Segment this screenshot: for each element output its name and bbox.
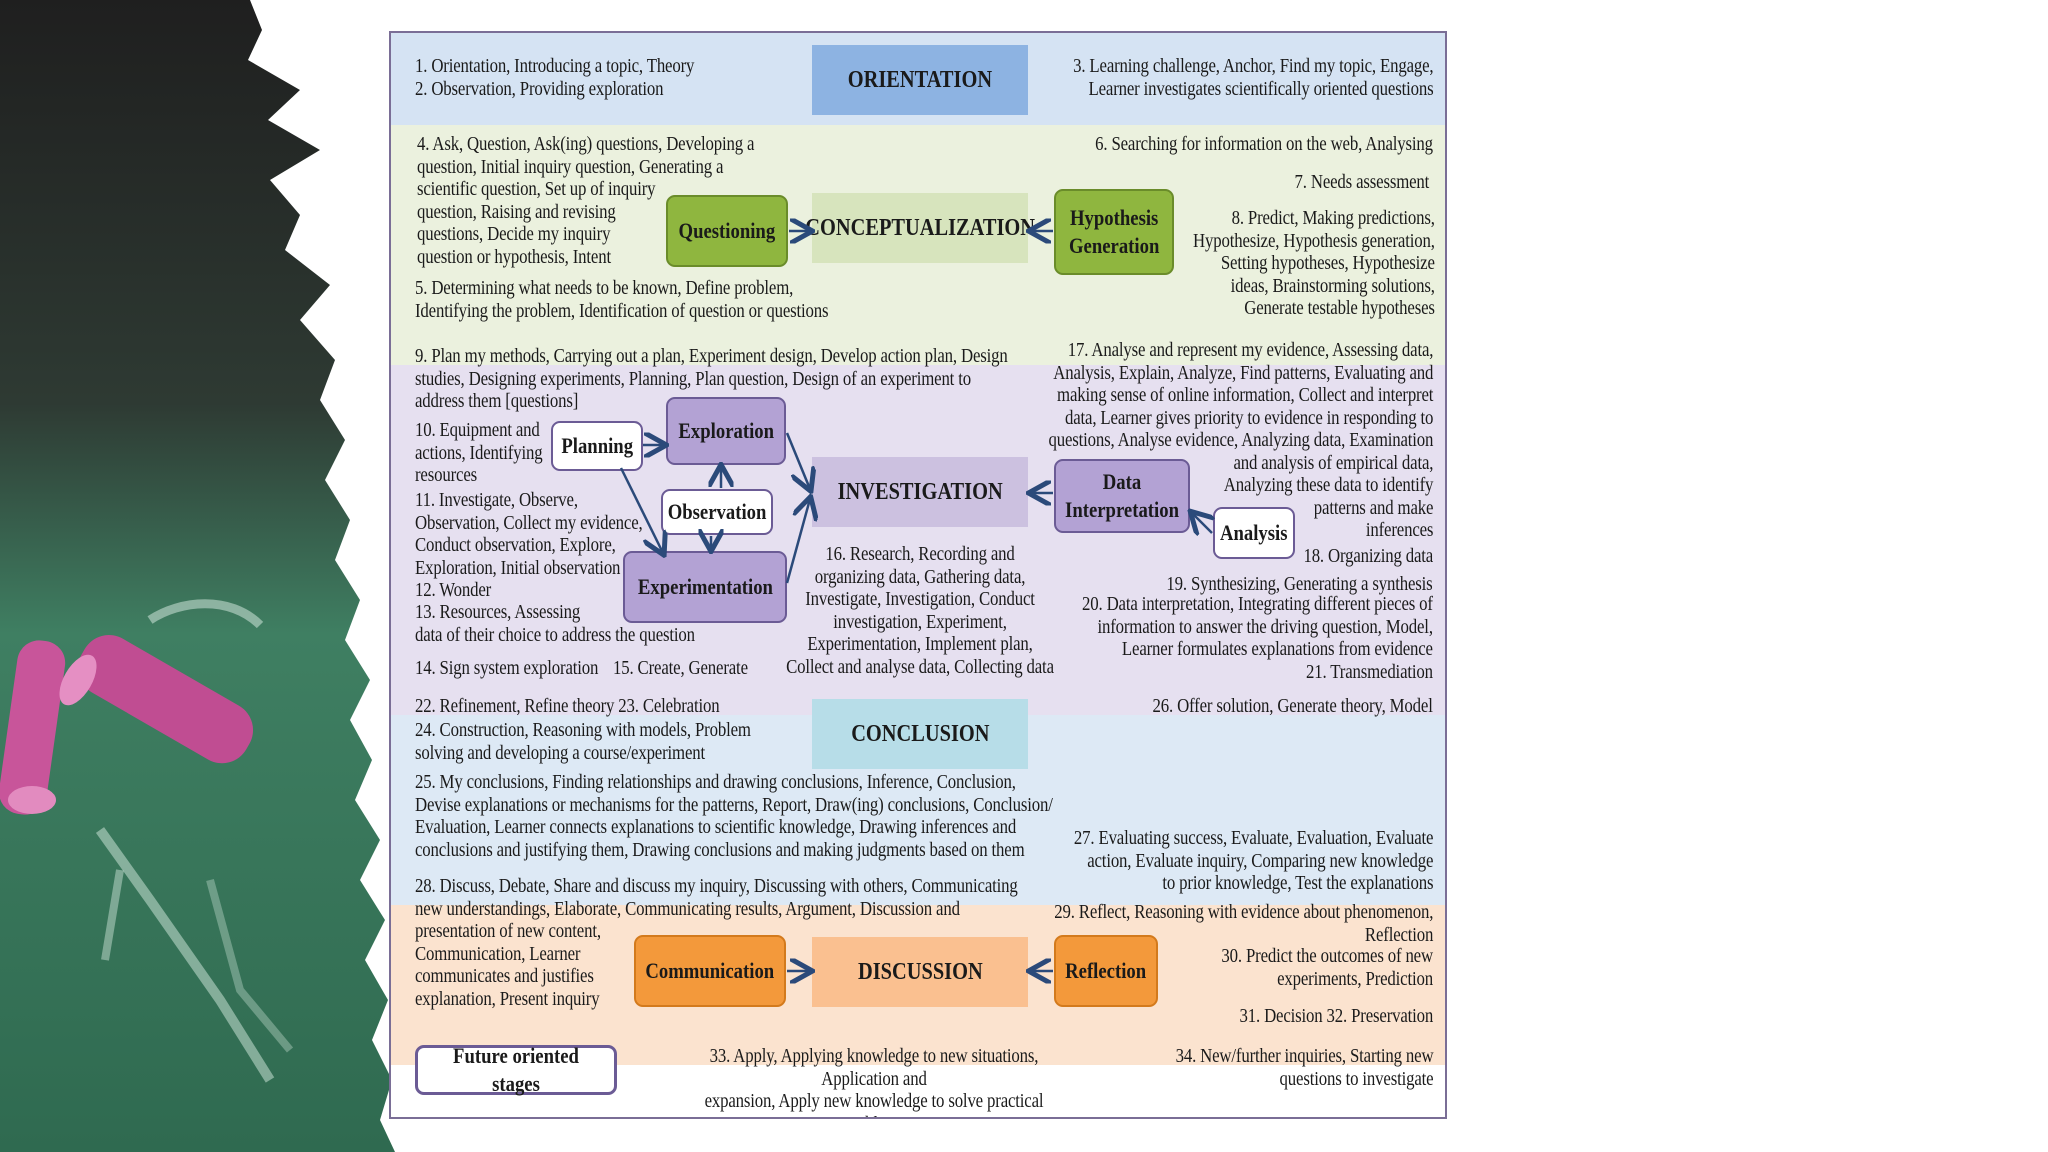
investigation-item-10: 10. Equipment and actions, Identifying r… [415, 419, 542, 487]
investigation-item-15: 15. Create, Generate [613, 657, 748, 680]
future-item-33: 33. Apply, Applying knowledge to new sit… [681, 1045, 1066, 1119]
orientation-items-1-2: 1. Orientation, Introducing a topic, The… [415, 55, 694, 100]
orientation-item-3: 3. Learning challenge, Anchor, Find my t… [1073, 55, 1433, 100]
conclusion-stage: CONCLUSION [812, 699, 1028, 769]
hypothesis-generation-node: Hypothesis Generation [1054, 189, 1174, 275]
conceptualization-item-4: 4. Ask, Question, Ask(ing) questions, De… [417, 133, 754, 268]
conceptualization-item-8: 8. Predict, Making predictions, Hypothes… [1193, 207, 1435, 320]
future-item-34: 34. New/further inquiries, Starting new … [1175, 1045, 1433, 1090]
investigation-item-16: 16. Research, Recording and organizing d… [763, 543, 1076, 678]
investigation-item-18: 18. Organizing data [1303, 545, 1433, 568]
future-oriented-stages-node: Future oriented stages [415, 1045, 617, 1095]
planning-node: Planning [551, 421, 643, 471]
inquiry-phases-diagram: ORIENTATION CONCEPTUALIZATION INVESTIGAT… [389, 31, 1447, 1119]
investigation-item-17: 17. Analyse and represent my evidence, A… [1048, 339, 1433, 542]
conclusion-items-22-23: 22. Refinement, Refine theory 23. Celebr… [415, 695, 719, 718]
observation-node: Observation [661, 489, 773, 535]
investigation-item-9: 9. Plan my methods, Carrying out a plan,… [415, 345, 1008, 413]
investigation-items-20-21: 20. Data interpretation, Integrating dif… [1082, 593, 1433, 683]
investigation-item-12: 12. Wonder [415, 579, 491, 602]
discussion-item-27: 27. Evaluating success, Evaluate, Evalua… [1074, 827, 1433, 895]
discussion-item-28: 28. Discuss, Debate, Share and discuss m… [415, 875, 1018, 1010]
discussion-items-31-32: 31. Decision 32. Preservation [1239, 1005, 1433, 1028]
conclusion-item-24: 24. Construction, Reasoning with models,… [415, 719, 751, 764]
conceptualization-item-6: 6. Searching for information on the web,… [1095, 133, 1433, 156]
investigation-item-14: 14. Sign system exploration [415, 657, 598, 680]
conceptualization-stage: CONCEPTUALIZATION [812, 193, 1028, 263]
chalkboard-image [0, 0, 400, 1152]
conclusion-item-26: 26. Offer solution, Generate theory, Mod… [1153, 695, 1433, 718]
investigation-item-11: 11. Investigate, Observe, Observation, C… [415, 489, 643, 579]
conceptualization-item-5: 5. Determining what needs to be known, D… [415, 277, 828, 322]
discussion-item-29: 29. Reflect, Reasoning with evidence abo… [1054, 901, 1433, 946]
orientation-stage: ORIENTATION [812, 45, 1028, 115]
discussion-item-30: 30. Predict the outcomes of new experime… [1221, 945, 1433, 990]
conceptualization-item-7: 7. Needs assessment [1294, 171, 1429, 194]
conclusion-item-25: 25. My conclusions, Finding relationship… [415, 771, 1053, 861]
investigation-stage: INVESTIGATION [812, 457, 1028, 527]
investigation-item-13: 13. Resources, Assessing data of their c… [415, 601, 695, 646]
